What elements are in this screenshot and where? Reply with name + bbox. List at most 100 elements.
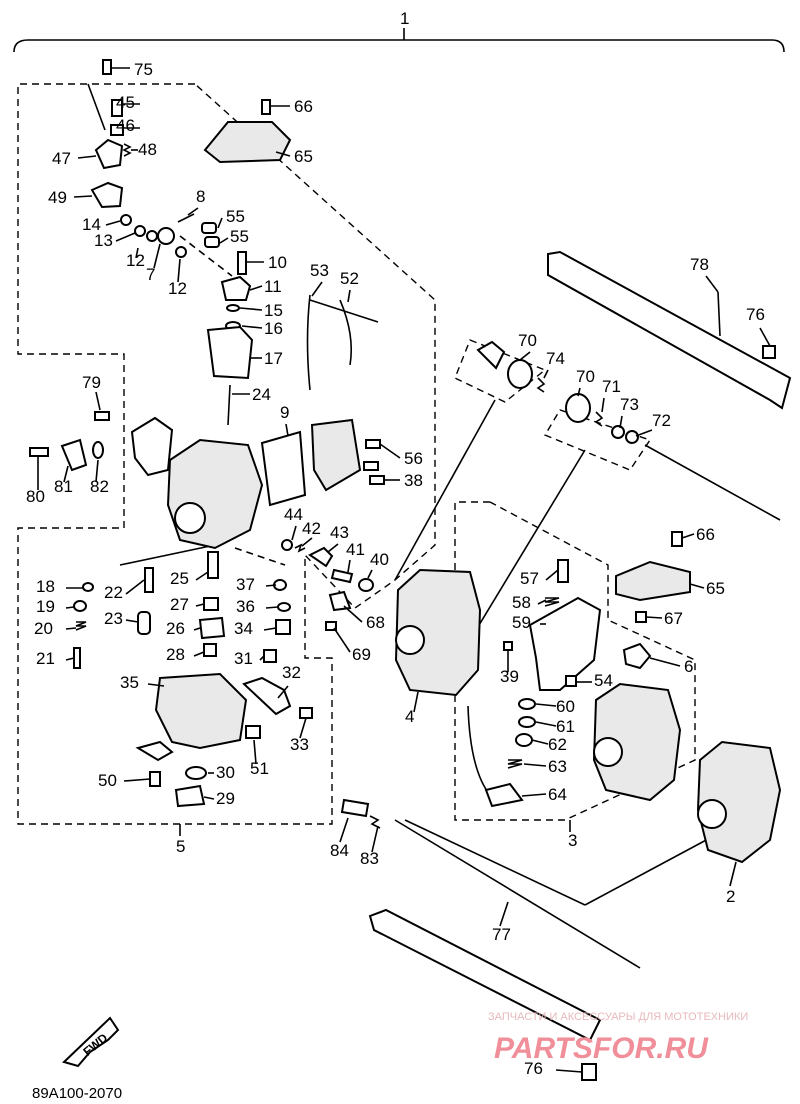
- part-number-label: 64: [548, 785, 567, 804]
- leader-line: [371, 825, 379, 853]
- plate-icon: [135, 740, 174, 762]
- leader-line: [65, 657, 75, 661]
- assembly-bracket: 1: [13, 9, 785, 53]
- part-number-label: 8: [196, 187, 205, 206]
- fitting-icon: [157, 227, 175, 245]
- leader-line: [63, 465, 69, 483]
- leader-line: [413, 691, 419, 713]
- leader-line: [523, 763, 547, 767]
- leader-line: [277, 685, 289, 699]
- drain-plug-icon: [174, 784, 206, 808]
- leader-line: [265, 584, 277, 587]
- jet-icon: [203, 597, 219, 611]
- gasket-icon: [260, 430, 307, 507]
- leader-line: [125, 579, 145, 595]
- cam-icon: [476, 340, 506, 370]
- assembly-label: 1: [400, 9, 409, 28]
- leader-line: [499, 901, 509, 927]
- carburetor-inlet-icon: [395, 625, 425, 655]
- screw-icon: [671, 531, 683, 547]
- pin-icon: [330, 568, 354, 584]
- leader-line: [519, 351, 531, 361]
- part-number-label: 69: [352, 645, 371, 664]
- screw-icon: [149, 771, 161, 787]
- o-ring-icon: [82, 582, 94, 592]
- leader-line: [73, 195, 93, 198]
- collar-icon: [201, 222, 217, 234]
- washer-icon: [73, 600, 87, 612]
- washer-icon: [92, 441, 104, 459]
- part-number-label: 34: [234, 619, 253, 638]
- leader-line: [147, 683, 165, 687]
- leader-line: [187, 207, 199, 216]
- cable-end-icon: [484, 782, 524, 808]
- leader-line: [535, 703, 557, 707]
- part-number-label: 21: [36, 649, 55, 668]
- leader-line: [299, 717, 307, 739]
- throttle-drum-icon: [507, 359, 533, 389]
- leader-line: [115, 232, 136, 242]
- jet-icon: [207, 551, 219, 579]
- part-number-label: 72: [652, 411, 671, 430]
- carburetor-inlet-icon: [697, 799, 727, 829]
- leader-line: [95, 459, 99, 483]
- leader-line: [535, 721, 557, 727]
- nut-icon: [515, 733, 533, 747]
- part-number-label: 2: [726, 887, 735, 906]
- part-number-label: 23: [104, 609, 123, 628]
- leader-line: [543, 369, 549, 379]
- part-number-label: 4: [405, 707, 414, 726]
- leader-line: [681, 533, 695, 539]
- leader-line: [635, 429, 653, 437]
- fitting-icon: [308, 546, 334, 568]
- leader-line: [347, 559, 351, 573]
- leader-line: [105, 220, 121, 226]
- screw-icon: [635, 611, 647, 623]
- leader-line: [203, 796, 215, 800]
- gasket-icon: [185, 766, 207, 780]
- sleeve-icon: [340, 798, 370, 818]
- leader-line: [619, 415, 623, 429]
- spring-icon: [75, 621, 87, 631]
- leader-line: [65, 606, 75, 609]
- part-number-label: 44: [284, 505, 303, 524]
- part-number-label: 74: [546, 349, 565, 368]
- part-number-label: 49: [48, 188, 67, 207]
- spring-icon: [544, 597, 560, 607]
- washer-icon: [358, 578, 374, 592]
- washer-icon: [175, 246, 187, 258]
- part-number-label: 75: [134, 60, 153, 79]
- part-number-label: 32: [282, 663, 301, 682]
- part-number-label: 70: [518, 331, 537, 350]
- part-number-label: 59: [512, 613, 531, 632]
- top-cover-icon: [615, 560, 691, 602]
- leader-line: [759, 327, 771, 347]
- part-number-label: 5: [176, 837, 185, 856]
- leader-line: [95, 391, 101, 411]
- part-number-label: 10: [268, 253, 287, 272]
- part-number-label: 46: [116, 116, 135, 135]
- part-number-label: 55: [226, 207, 245, 226]
- leader-line: [531, 739, 549, 745]
- part-number-label: 60: [556, 697, 575, 716]
- leader-line: [193, 627, 201, 631]
- leader-line: [195, 571, 209, 581]
- part-number-label: 84: [330, 841, 349, 860]
- washer-icon: [134, 225, 146, 237]
- screw-icon: [363, 461, 379, 471]
- leader-line: [65, 627, 77, 630]
- leader-line: [689, 583, 705, 589]
- part-number-label: 12: [168, 279, 187, 298]
- leader-line: [601, 397, 605, 413]
- components: [29, 59, 792, 1081]
- leader-line: [339, 817, 349, 843]
- watermark: ЗАПЧАСТИ И АКСЕССУАРЫ ДЛЯ МОТОТЕХНИКИ PA…: [488, 1011, 748, 1065]
- bracket-icon: [90, 181, 124, 209]
- part-number-label: 26: [166, 619, 185, 638]
- leader-line: [521, 793, 547, 797]
- carburetor-body-icon: [592, 682, 682, 802]
- part-number-label: 66: [294, 97, 313, 116]
- screw-icon: [565, 675, 577, 687]
- part-number-label: 15: [264, 301, 283, 320]
